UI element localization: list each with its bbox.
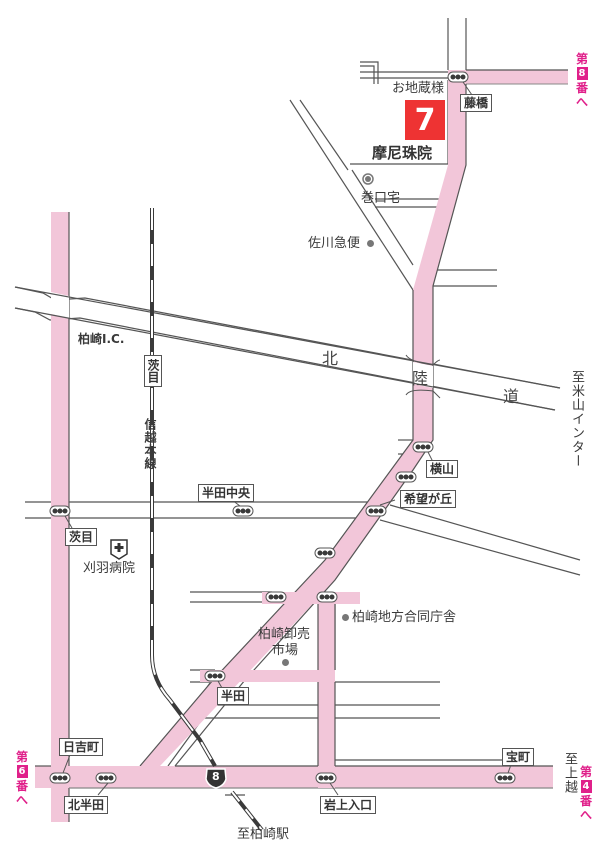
signal-icon <box>316 591 338 603</box>
direction-to-6-number: 6 <box>16 765 28 778</box>
direction-to-6-suffix: 番 <box>16 779 29 793</box>
to-kashiwazaki-station: 至柏崎駅 <box>237 827 290 842</box>
direction-to-4-arrow-icon: へ <box>580 808 593 822</box>
direction-to-4-prefix: 第 <box>580 765 593 779</box>
intersection-handa: 半田 <box>217 687 250 705</box>
to-yoneyama-ic: 至米山インター <box>569 370 584 468</box>
intersection-kitahanda: 北半田 <box>64 796 109 814</box>
landmark-ojizousama: お地蔵様 <box>392 81 445 96</box>
direction-to-6-arrow-icon: へ <box>16 793 29 807</box>
route-8-number: 8 <box>212 770 220 783</box>
destination-name: 摩尼珠院 <box>372 144 433 162</box>
direction-to-8-suffix: 番 <box>576 81 589 95</box>
intersection-hiyoshicho: 日吉町 <box>59 738 104 756</box>
signal-icon <box>49 772 71 784</box>
signal-icon <box>49 505 71 517</box>
expressway-label-hoku: 北 <box>322 349 339 368</box>
landmark-kariwa-hospital: 刈羽病院 <box>83 561 136 576</box>
signal-icon <box>204 670 226 682</box>
intersection-fujihashi: 藤橋 <box>460 94 493 112</box>
intersection-iwagami-iriguchi: 岩上入口 <box>320 796 377 814</box>
signal-icon <box>412 441 434 453</box>
direction-to-8[interactable]: 第 8 番 へ <box>576 52 588 109</box>
signal-icon <box>395 471 417 483</box>
hospital-icon <box>110 539 128 560</box>
shinetsu-line-label: 信越本線 <box>143 418 157 470</box>
railway-shinetsu-line <box>150 208 264 832</box>
landmark-sagawa: 佐川急便 <box>308 236 361 251</box>
direction-to-8-arrow-icon: へ <box>576 95 589 109</box>
direction-to-4-suffix: 番 <box>580 794 593 808</box>
landmark-godo-chosha: 柏崎地方合同庁舎 <box>352 610 457 625</box>
direction-to-6-prefix: 第 <box>16 750 29 764</box>
main-route <box>35 69 568 822</box>
ibarame-station-label: 茨目 <box>144 355 162 387</box>
destination-number-badge: 7 <box>405 100 445 140</box>
signal-icon <box>447 71 469 83</box>
signal-icon <box>315 772 337 784</box>
hokuriku-expressway <box>14 286 561 411</box>
traffic-signals <box>49 71 516 784</box>
direction-to-8-number: 8 <box>576 67 588 80</box>
signal-icon <box>314 547 336 559</box>
expressway-overpass <box>14 286 561 411</box>
signal-icon <box>494 772 516 784</box>
minor-roads <box>25 18 581 796</box>
intersection-yokoyama: 横山 <box>426 460 459 478</box>
direction-to-6[interactable]: 第 6 番 へ <box>16 750 28 807</box>
signal-icon <box>265 591 287 603</box>
signal-icon <box>365 505 387 517</box>
landmark-makiguchi: 巻口宅 <box>361 191 401 206</box>
intersection-takaramachi: 宝町 <box>502 748 535 766</box>
sagawa-dot-icon <box>367 240 374 247</box>
oroshiuri-dot-icon <box>282 659 289 666</box>
intersection-kibougaoka: 希望が丘 <box>400 490 457 508</box>
makiguchi-marker-icon <box>362 173 374 185</box>
expressway-label-michi: 道 <box>503 387 520 406</box>
landmark-kashiwazaki-ic: 柏崎I.C. <box>78 332 125 346</box>
to-joetsu: 至上越 <box>562 752 577 794</box>
direction-to-4[interactable]: 第 4 番 へ <box>580 765 592 822</box>
signal-icon <box>95 772 117 784</box>
intersection-ibarame: 茨目 <box>65 528 98 546</box>
direction-to-4-number: 4 <box>580 780 592 793</box>
route-8-shield-icon <box>205 768 227 789</box>
landmark-oroshiuri-line1: 柏崎卸売 <box>258 627 311 642</box>
signal-icon <box>232 505 254 517</box>
expressway-label-riku: 陸 <box>412 369 429 388</box>
godo-chosha-dot-icon <box>342 614 349 621</box>
direction-to-8-prefix: 第 <box>576 52 589 66</box>
intersection-handa-chuo: 半田中央 <box>198 484 255 502</box>
landmark-oroshiuri-line2: 市場 <box>272 643 299 658</box>
